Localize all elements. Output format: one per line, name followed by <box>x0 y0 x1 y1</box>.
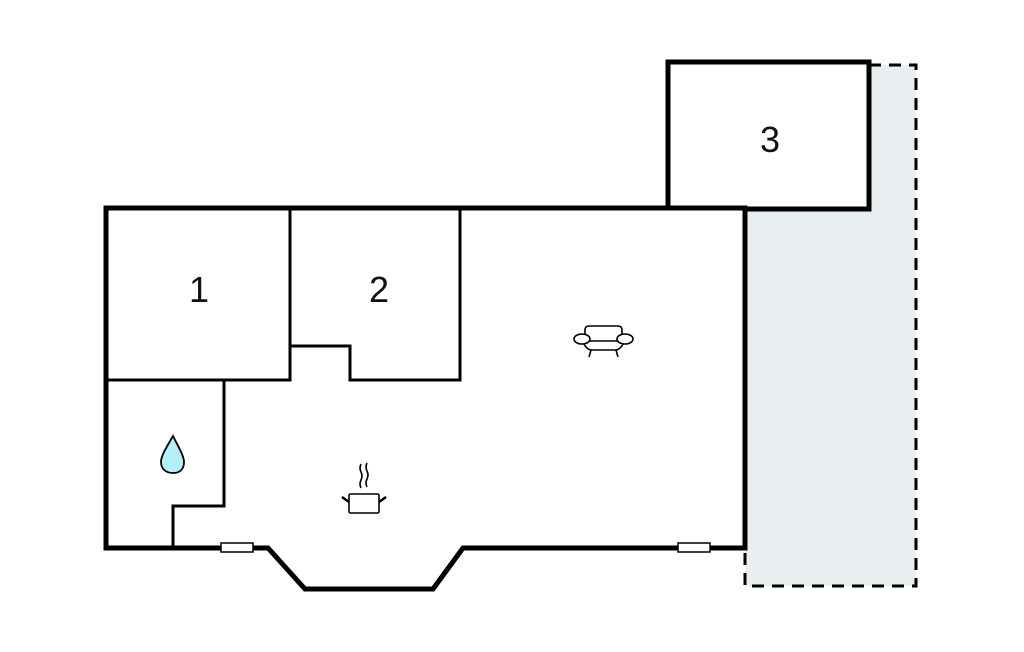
interior-walls <box>106 208 462 548</box>
window-left <box>220 542 254 553</box>
windows <box>220 542 711 553</box>
room-3-label: 3 <box>760 119 780 160</box>
sofa-icon <box>573 325 634 358</box>
room-1-label: 1 <box>189 269 209 310</box>
room-3: 3 <box>665 59 872 212</box>
window-right <box>677 542 711 553</box>
room-2-label: 2 <box>369 269 389 310</box>
cooking-pot-icon <box>341 462 387 514</box>
water-drop-icon <box>160 434 185 474</box>
main-building <box>103 205 748 592</box>
